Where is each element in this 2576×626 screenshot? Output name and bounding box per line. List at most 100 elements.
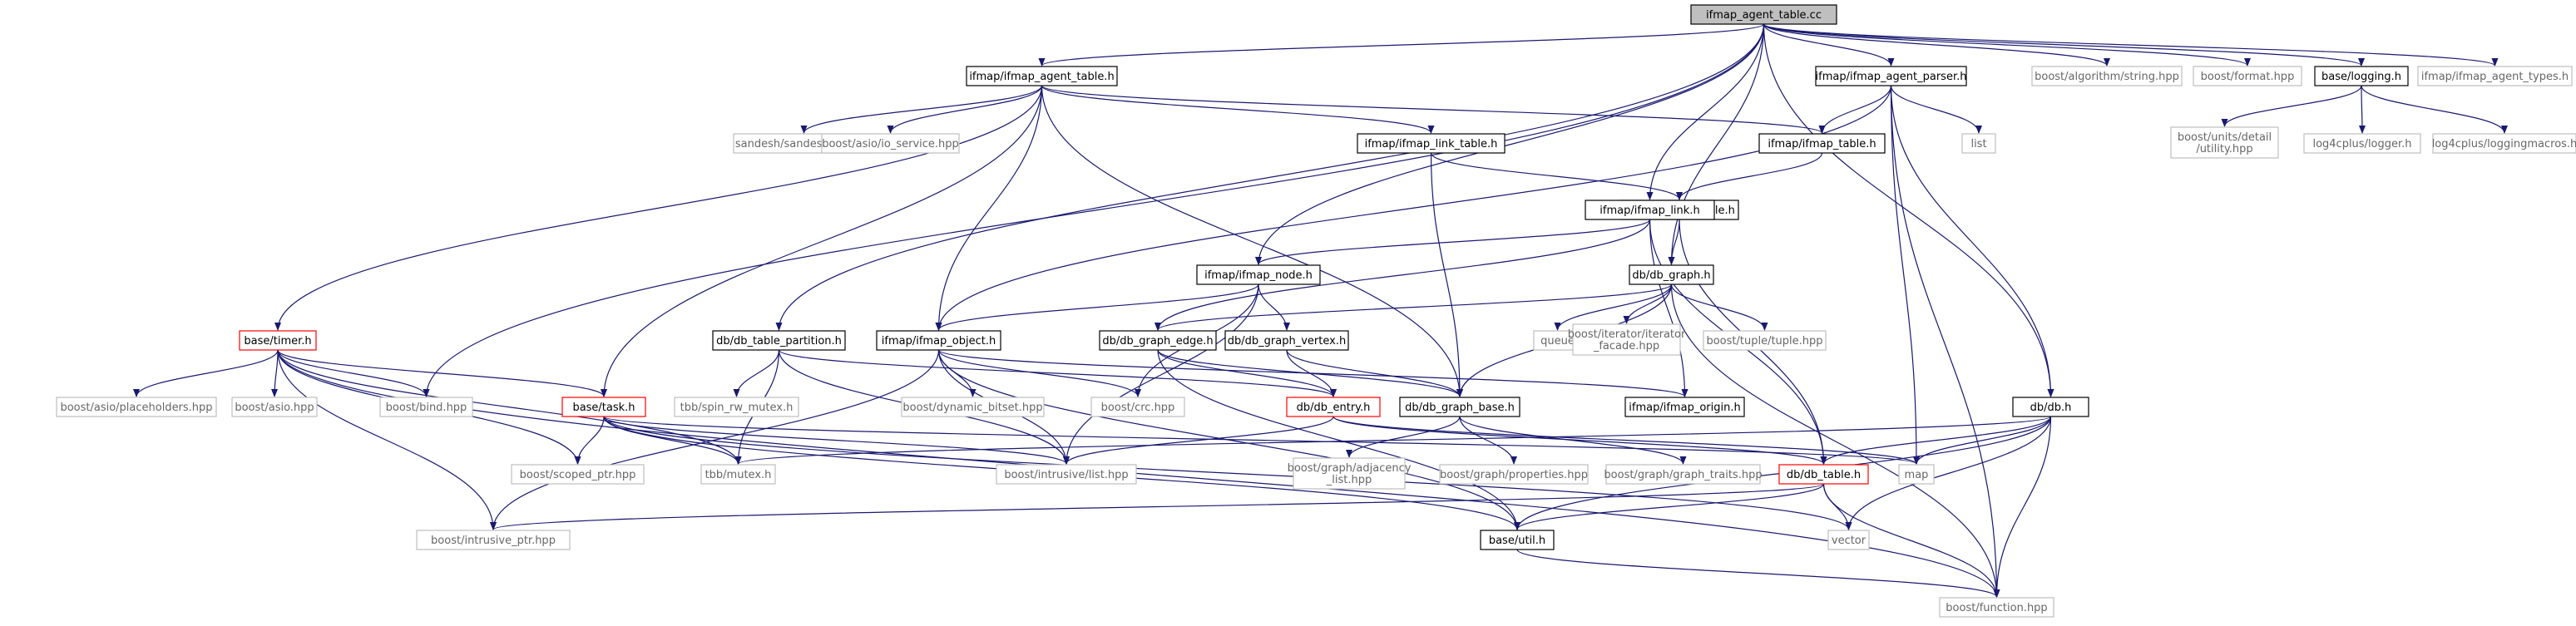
edge-agent_table_h-to-io_service: [887, 85, 1043, 134]
node-ifmap-origin[interactable]: ifmap/ifmap_origin.h: [1624, 397, 1745, 417]
edge-timer-to-intrusive_ptr: [277, 349, 497, 530]
node-db-graph-edge[interactable]: db/db_graph_edge.h: [1099, 330, 1217, 351]
node-box: [1629, 264, 1714, 285]
node-db-graph[interactable]: db/db_graph.h: [1629, 264, 1714, 285]
node-root[interactable]: ifmap_agent_table.cc: [1690, 4, 1837, 25]
node-label: _facade.hpp: [1593, 340, 1659, 352]
node-timer[interactable]: base/timer.h: [239, 330, 317, 351]
edge-root-to-boost_format: [1763, 23, 2251, 67]
node-box: [700, 464, 776, 485]
node-label: boost/asio.hpp: [235, 402, 314, 414]
edge-db_graph_edge-to-base_util: [1157, 349, 1520, 530]
node-db-graph-vertex[interactable]: db/db_graph_vertex.h: [1224, 330, 1349, 351]
node-db-graph-base[interactable]: db/db_graph_base.h: [1399, 397, 1520, 417]
node-label: boost/algorithm/string.hpp: [2035, 71, 2179, 83]
edge-db_table-to-vector: [1822, 483, 1852, 530]
node-box: [821, 133, 960, 154]
edge-db_h-to-map: [1913, 416, 2052, 465]
edge-ifmap_node-to-ifmap_object: [935, 283, 1259, 331]
node-label: map: [1905, 469, 1929, 481]
node-ifmap-link[interactable]: ifmap/ifmap_link.h: [1585, 200, 1715, 220]
node-list: list: [1961, 133, 1996, 154]
node-ifmap-object[interactable]: ifmap/ifmap_object.h: [876, 330, 1001, 351]
edge-db_table-to-boost_function: [1822, 483, 2000, 598]
node-box: [1090, 397, 1185, 417]
edge-base_task-to-map: [603, 416, 1920, 465]
node-agent-parser-h[interactable]: ifmap/ifmap_agent_parser.h: [1815, 66, 1967, 86]
node-box: [561, 397, 646, 417]
edge-agent_parser_h-to-db_h: [1890, 85, 2054, 397]
node-base-util[interactable]: base/util.h: [1480, 530, 1555, 550]
edge-db_h-to-boost_function: [1993, 416, 2052, 598]
node-box: [901, 397, 1045, 417]
node-box: [416, 530, 571, 550]
node-label: base/timer.h: [244, 335, 311, 348]
edge-root-to-agent_types: [1763, 23, 2499, 67]
node-db-h[interactable]: db/db.h: [2012, 397, 2089, 417]
edge-ifmap_table-to-db_graph_table: [1676, 152, 1823, 200]
node-label: db/db_graph_base.h: [1405, 402, 1515, 414]
node-label: boost/asio/placeholders.hpp: [60, 402, 212, 414]
edge-agent_table_h-to-ifmap_object: [935, 85, 1043, 331]
edge-base_logging-to-log4_logger: [2358, 85, 2366, 134]
node-base-logging[interactable]: base/logging.h: [2314, 66, 2409, 86]
edge-root-to-db_graph: [1668, 23, 1765, 265]
node-scoped-ptr: boost/scoped_ptr.hpp: [511, 464, 645, 485]
edge-db_entry-to-db_table: [1332, 416, 1827, 465]
node-box: [239, 330, 317, 351]
edge-db_graph-to-boost_function: [1670, 283, 2000, 598]
node-log4-logger: log4cplus/logger.h: [2303, 133, 2421, 154]
edge-db_graph_base-to-adjacency_list: [1346, 416, 1461, 458]
edge-root-to-db_table_partition: [775, 23, 1765, 331]
edge-db_table-to-intrusive_ptr: [490, 483, 1825, 530]
node-db-entry[interactable]: db/db_entry.h: [1286, 397, 1381, 417]
edge-ifmap_object-to-intrusive_ptr: [490, 349, 940, 530]
node-box: [1399, 397, 1520, 417]
node-boost-function: boost/function.hpp: [1939, 597, 2054, 618]
node-label: tbb/spin_rw_mutex.h: [680, 402, 794, 414]
edge-base_task-to-vector: [603, 416, 1852, 530]
edge-root-to-ifmap_node: [1255, 23, 1765, 265]
edge-base_logging-to-boost_units: [2221, 85, 2362, 127]
node-db-table-partition[interactable]: db/db_table_partition.h: [712, 330, 846, 351]
node-label: boost/intrusive/list.hpp: [1004, 469, 1128, 481]
node-label: boost/function.hpp: [1946, 602, 2047, 614]
node-label: ifmap/ifmap_agent_table.h: [969, 71, 1114, 83]
node-agent-types: ifmap/ifmap_agent_types.h: [2417, 66, 2573, 86]
node-label: ifmap_agent_table.cc: [1706, 9, 1822, 22]
edge-agent_parser_h-to-map: [1890, 85, 1920, 465]
edge-ifmap_link_table-to-db_graph_table: [1430, 152, 1683, 200]
node-base-task[interactable]: base/task.h: [561, 397, 646, 417]
node-box: [56, 397, 217, 417]
node-label: boost/asio/io_service.hpp: [822, 138, 959, 150]
node-db-table[interactable]: db/db_table.h: [1778, 464, 1869, 485]
node-label: db/db_table_partition.h: [716, 335, 842, 348]
node-intrusive-ptr: boost/intrusive_ptr.hpp: [416, 530, 571, 550]
node-box: [966, 66, 1118, 86]
node-ifmap-table[interactable]: ifmap/ifmap_table.h: [1758, 133, 1886, 154]
node-log4-macros: log4cplus/loggingmacros.h: [2432, 133, 2576, 154]
node-label: tbb/mutex.h: [705, 469, 772, 481]
edge-db_entry-to-intrusive_list: [1063, 416, 1334, 465]
edge-base_logging-to-log4_macros: [2361, 85, 2508, 134]
edge-timer-to-boost_bind: [277, 349, 430, 397]
node-boost-format: boost/format.hpp: [2193, 66, 2302, 86]
node-box: [1286, 397, 1381, 417]
edge-db_table_partition-to-db_entry: [778, 349, 1337, 397]
node-agent-table-h[interactable]: ifmap/ifmap_agent_table.h: [966, 66, 1118, 86]
node-box: [1480, 530, 1555, 550]
edge-agent_parser_h-to-ifmap_object: [935, 85, 1892, 331]
node-iter-facade: boost/iterator/iterator_facade.hpp: [1568, 323, 1686, 356]
edge-timer-to-boost_asio: [271, 349, 279, 397]
node-label: db/db_graph_edge.h: [1102, 335, 1213, 348]
edge-agent_table_h-to-sandesh_trace: [800, 85, 1043, 134]
node-label: list: [1970, 138, 1986, 150]
edges-layer: [133, 23, 2508, 598]
node-label: boost/dynamic_bitset.hpp: [902, 402, 1042, 414]
node-box: [2432, 133, 2576, 154]
node-box: [1572, 323, 1681, 356]
edge-agent_table_h-to-ifmap_link_table: [1041, 85, 1435, 134]
node-ifmap-node[interactable]: ifmap/ifmap_node.h: [1196, 264, 1321, 285]
node-ifmap-link-table[interactable]: ifmap/ifmap_link_table.h: [1357, 133, 1506, 154]
